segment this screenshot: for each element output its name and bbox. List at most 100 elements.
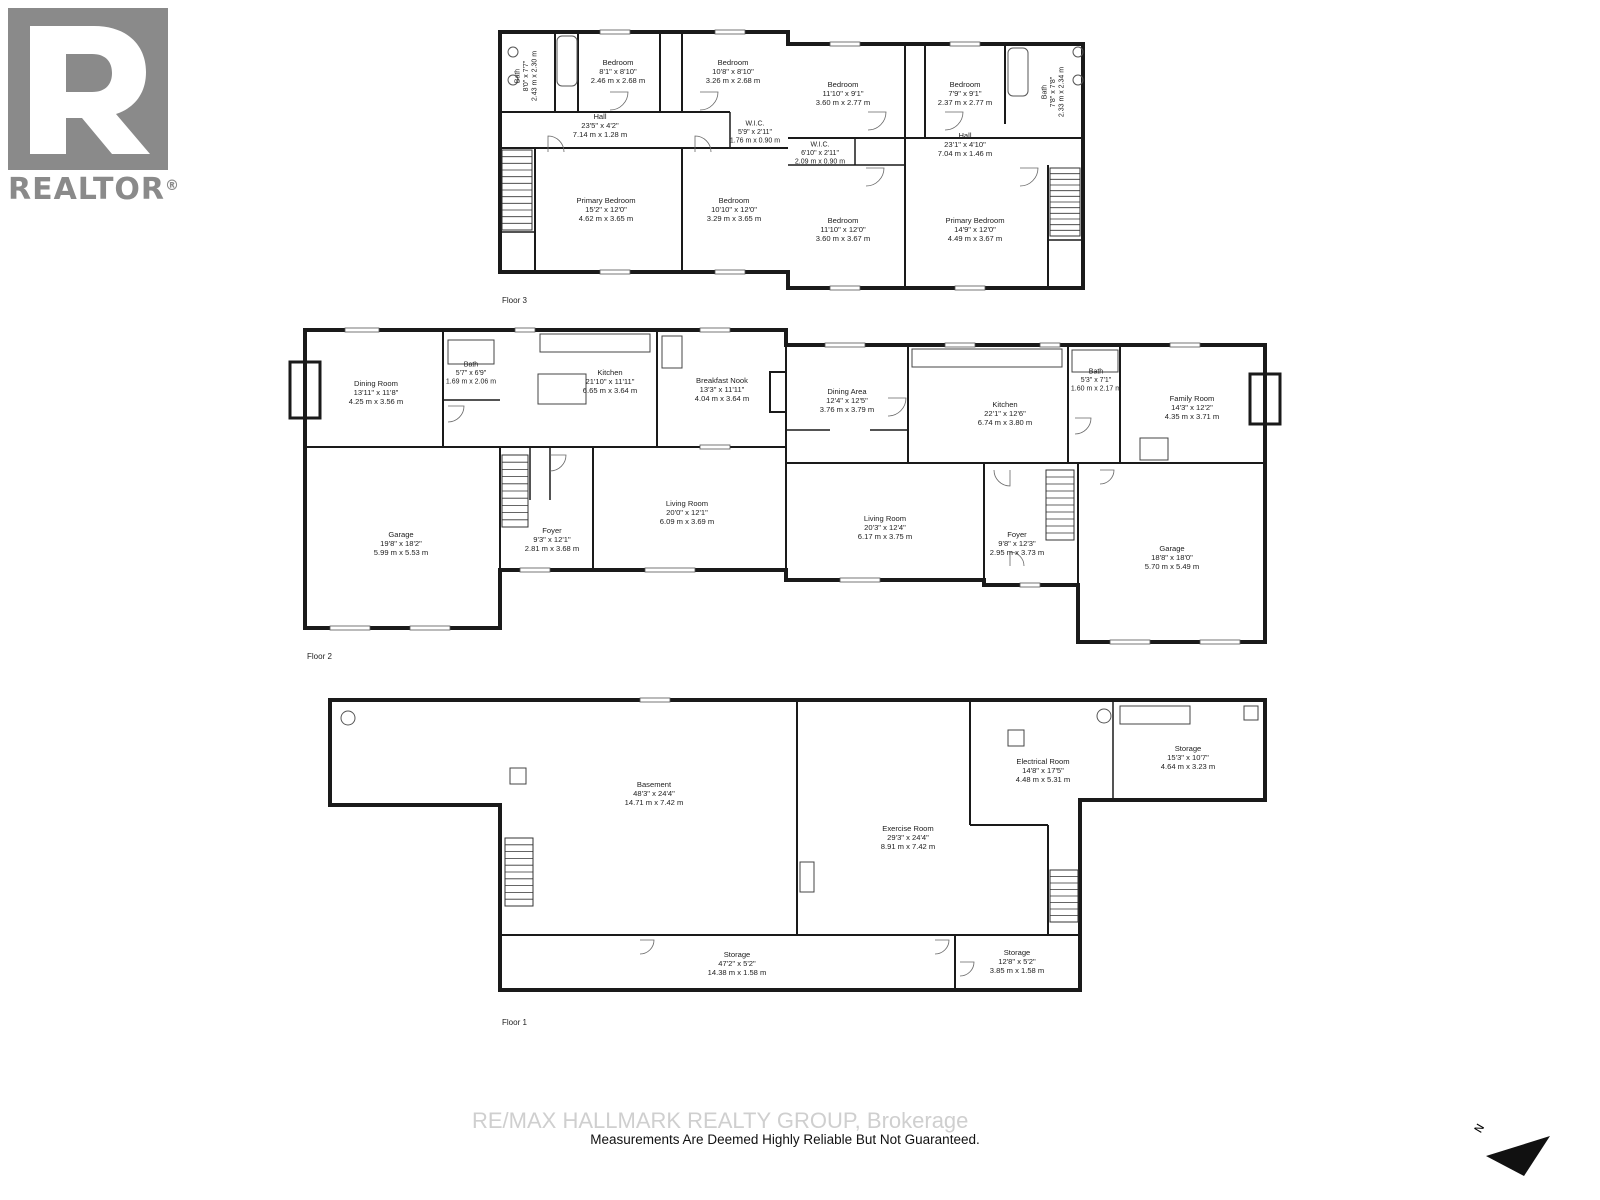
water-heater-icon: [340, 710, 356, 726]
room-dimensions-imperial: 22'1" x 12'6": [984, 409, 1026, 418]
window: [639, 697, 671, 703]
disclaimer-text: Measurements Are Deemed Highly Reliable …: [590, 1132, 980, 1147]
cabinet: [1139, 437, 1169, 461]
shelf: [1119, 705, 1191, 725]
room-dimensions-metric: 3.60 m x 3.67 m: [816, 234, 870, 243]
room-dimensions-imperial: 10'8" x 8'10": [712, 67, 754, 76]
room-dimensions-metric: 3.26 m x 2.68 m: [706, 76, 760, 85]
stairs: [1049, 869, 1079, 923]
room-name: Garage: [388, 530, 413, 539]
room-dimensions-imperial: 14'3" x 12'2": [1171, 403, 1213, 412]
room-dimensions-imperial: 15'2" x 12'0": [585, 205, 627, 214]
room-name: Storage: [1175, 744, 1202, 753]
logo-trademark: ®: [165, 178, 181, 194]
room-name: Basement: [637, 780, 672, 789]
door-swing: [993, 469, 1011, 487]
floor-label: Floor 1: [502, 1018, 527, 1027]
room-dimensions-metric: 4.25 m x 3.56 m: [349, 397, 403, 406]
door-swing: [887, 397, 907, 417]
room-dimensions-metric: 5.70 m x 5.49 m: [1145, 562, 1199, 571]
refrigerator: [661, 335, 683, 369]
room-dimensions-imperial: 9'8" x 12'3": [998, 539, 1036, 548]
logo-text: REALTOR: [8, 172, 166, 207]
room-dimensions-metric: 4.35 m x 3.71 m: [1165, 412, 1219, 421]
window: [829, 41, 861, 47]
room-dimensions-metric: 4.48 m x 5.31 m: [1016, 775, 1070, 784]
room-dimensions-imperial: 23'5" x 4'2": [581, 121, 619, 130]
room-dimensions-metric: 1.60 m x 2.17 m: [1071, 386, 1121, 393]
door-swing: [1099, 469, 1115, 485]
door-swing: [865, 167, 885, 187]
room-dimensions-metric: 6.17 m x 3.75 m: [858, 532, 912, 541]
room-dimensions-metric: 3.29 m x 3.65 m: [707, 214, 761, 223]
room-dimensions-imperial: 12'8" x 5'2": [998, 957, 1036, 966]
door-swing: [609, 91, 629, 111]
room-dimensions-metric: 3.85 m x 1.58 m: [990, 966, 1044, 975]
door-swing: [1074, 417, 1092, 435]
room-name: Storage: [1004, 948, 1031, 957]
room-dimensions-metric: 14.71 m x 7.42 m: [625, 798, 684, 807]
window: [329, 625, 371, 631]
room-name: Living Room: [864, 514, 906, 523]
sink: [507, 46, 519, 58]
room-name: Hall: [593, 112, 606, 121]
room-dimensions-imperial: 13'11" x 11'8": [354, 388, 399, 397]
room-name: Foyer: [1007, 530, 1027, 539]
floor-label: Floor 2: [307, 652, 332, 661]
stairs: [501, 149, 533, 231]
room-dimensions-imperial: 9'3" x 12'1": [533, 535, 571, 544]
window: [599, 269, 631, 275]
room-dimensions-imperial: 20'0" x 12'1": [666, 508, 708, 517]
floor3-outline: [498, 30, 1085, 290]
window: [1039, 342, 1061, 348]
room-dimensions-metric: 2.37 m x 2.77 m: [938, 98, 992, 107]
room-name: Storage: [724, 950, 751, 959]
room-dimensions-imperial: 23'1" x 4'10": [944, 140, 986, 149]
room-name: Bath: [514, 69, 521, 84]
room-name: Dining Area: [827, 387, 867, 396]
room-dimensions-imperial: 19'8" x 18'2": [380, 539, 422, 548]
column: [509, 767, 527, 785]
room-dimensions-imperial: 8'1" x 8'10": [599, 67, 637, 76]
room-label: W.I.C.6'10" x 2'11"2.09 m x 0.90 m: [795, 141, 845, 165]
room-name: Foyer: [542, 526, 562, 535]
room-dimensions-imperial: 29'3" x 24'4": [887, 833, 929, 842]
window: [1199, 639, 1241, 645]
room-name: Dining Room: [354, 379, 398, 388]
realtor-r-icon: [8, 8, 168, 170]
room-dimensions-metric: 2.43 m x 2.30 m: [532, 51, 539, 101]
window: [1019, 582, 1041, 588]
room-dimensions-imperial: 48'3" x 24'4": [633, 789, 675, 798]
room-dimensions-metric: 4.04 m x 3.64 m: [695, 394, 749, 403]
room-dimensions-metric: 8.91 m x 7.42 m: [881, 842, 935, 851]
room-dimensions-metric: 1.76 m x 0.90 m: [730, 138, 780, 145]
window: [714, 29, 746, 35]
room-dimensions-imperial: 13'3" x 11'11": [700, 385, 745, 394]
room-dimensions-imperial: 5'7" x 6'9": [456, 370, 487, 377]
door-swing: [867, 111, 887, 131]
floor-label: Floor 3: [502, 296, 527, 305]
door-swing: [639, 939, 655, 955]
brokerage-watermark: RE/MAX HALLMARK REALTY GROUP, Brokerage: [472, 1108, 969, 1133]
room-dimensions-imperial: 15'3" x 10'7": [1167, 753, 1209, 762]
room-dimensions-imperial: 20'3" x 12'4": [864, 523, 906, 532]
room-dimensions-imperial: 6'10" x 2'11": [801, 150, 839, 157]
room-dimensions-imperial: 10'10" x 12'0": [711, 205, 757, 214]
door-swing: [934, 939, 950, 955]
